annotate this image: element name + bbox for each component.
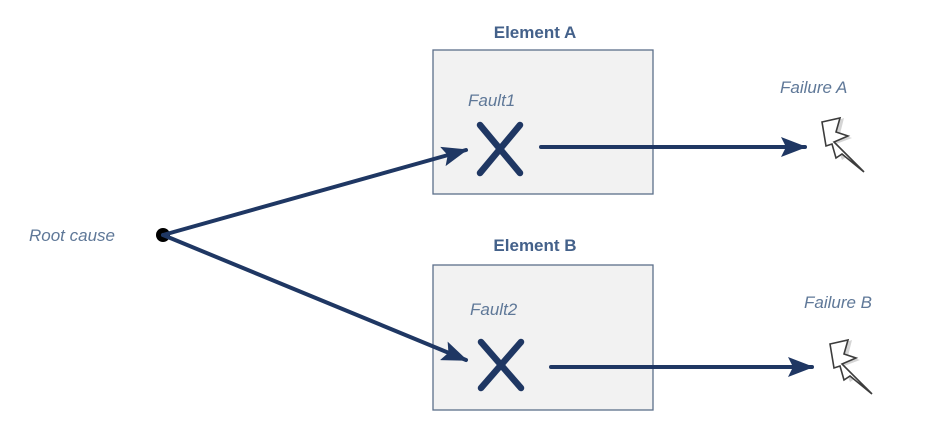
element-a-box [432,49,654,195]
element-b: Element B Fault2 [432,236,654,411]
element-a: Element A Fault1 [432,23,654,195]
arrow-root-to-fault-b [161,233,468,362]
x-mark-icon [476,121,524,177]
failure-b-label: Failure B [804,293,872,312]
lightning-bolt-icon [821,116,866,173]
element-b-title: Element B [493,236,576,255]
element-a-title: Element A [494,23,577,42]
fault-b-label: Fault2 [470,300,518,319]
failure-a-label: Failure A [780,78,847,97]
element-b-box [432,264,654,411]
arrow-root-to-fault-a [161,146,468,237]
failure-a: Failure A [780,78,866,173]
root-cause-label: Root cause [29,226,115,245]
root-cause: Root cause [29,226,170,245]
fault-a-label: Fault1 [468,91,515,110]
x-mark-icon [477,338,525,392]
failure-b: Failure B [804,293,874,395]
lightning-bolt-icon [829,338,874,395]
